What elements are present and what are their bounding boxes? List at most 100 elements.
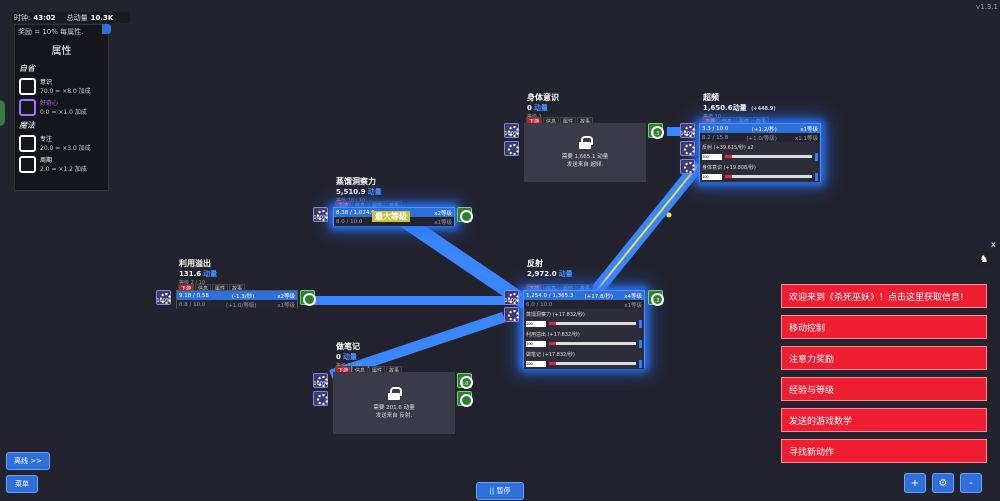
output-slider[interactable] (524, 318, 644, 329)
progress-delta: (+1.2/秒) (751, 126, 777, 133)
slider-track[interactable] (549, 362, 636, 365)
info-menu-item[interactable]: 发送的游戏数学 (781, 408, 987, 432)
gear-icon[interactable]: 100% (680, 123, 695, 138)
node-body-awareness-locked[interactable]: 需要 1,665.1 动量 发送来自 超频. (524, 123, 646, 182)
progress-rate: x2等级 (277, 293, 295, 300)
version-label: v1.3.1 (976, 3, 998, 11)
total-label: 总动量 (66, 13, 88, 22)
node-amount: 1,650.6 (703, 104, 733, 112)
settings-button[interactable]: ⚙ (932, 473, 954, 493)
send-button-icon[interactable]: 1.3 (648, 290, 664, 306)
level-row: 8.2 / 15.8(+1.0/等级)x1.1等级 (700, 133, 820, 142)
progress-value: 9.18 / 0.58 (179, 292, 209, 299)
hint-button-icon[interactable] (457, 391, 473, 407)
slider-handle[interactable] (815, 152, 818, 161)
node-steam-header: 蒸馏洞察力 5,510.9动量 等级 10 / 10 (336, 176, 382, 204)
gear-icon[interactable]: 100% (504, 123, 519, 138)
panel-collapse-tab[interactable] (102, 24, 111, 34)
timer-value: 43:02 (33, 13, 56, 22)
node-overclock-header: 超频 1,650.6动量 (+448.9) 等级 10 (703, 92, 776, 120)
send-button-icon[interactable]: 1.3 (648, 123, 664, 139)
gear-icon[interactable] (504, 307, 519, 322)
level-rate: x1等级 (277, 302, 295, 309)
output-value-input[interactable] (526, 320, 546, 327)
output-value-input[interactable] (702, 173, 722, 180)
side-edge-tab[interactable] (0, 100, 5, 126)
slider-track[interactable] (725, 155, 812, 158)
node-take-notes-locked[interactable]: 需要 201.6 动量 发送来自 反射. (333, 372, 455, 434)
progress-rate: x2等级 (434, 210, 452, 217)
attribute-value: 70.0 = ×8.0 加成 (40, 88, 91, 95)
source-text: 发送来自 反射. (375, 412, 413, 419)
flow-particle (666, 212, 672, 218)
info-menu-item[interactable]: 移动控制 (781, 315, 987, 339)
info-menu-item[interactable]: 寻找新动作 (781, 439, 987, 463)
offline-button[interactable]: 离线 >> (6, 452, 50, 470)
level-rate: x1等级 (434, 219, 452, 226)
slider-track[interactable] (549, 322, 636, 325)
slider-handle[interactable] (639, 319, 642, 328)
output-slider[interactable] (524, 358, 644, 369)
gear-icon[interactable] (680, 141, 695, 156)
source-text: 发送来自 超频. (566, 162, 604, 168)
progress-delta: (+17.8/秒) (584, 293, 614, 300)
zoom-in-button[interactable]: + (904, 473, 926, 493)
node-body-tabs[interactable]: 下游信息属性故事 (526, 117, 594, 126)
node-overclock-tabs[interactable]: 下游信息属性故事 (702, 117, 770, 126)
output-slider[interactable] (700, 171, 820, 182)
output-value-input[interactable] (702, 153, 722, 160)
node-reflex[interactable]: 1,254.0 / 1,365.3(+17.8/秒)x4等级 6.0 / 10.… (523, 290, 645, 369)
gear-icon[interactable] (313, 391, 328, 406)
node-name: 利用溢出 (179, 259, 211, 268)
node-name: 超频 (703, 93, 719, 102)
gear-icon[interactable] (504, 141, 519, 156)
node-overclock[interactable]: 3.3 / 10.0(+1.2/秒)x1等级 8.2 / 15.8(+1.0/等… (699, 123, 821, 182)
info-menu-item[interactable]: 欢迎来到《杀死巫妖》！点击这里获取信息! (781, 284, 987, 308)
send-button-icon[interactable] (457, 207, 473, 223)
node-amount: 131.6 (179, 270, 202, 278)
output-slider[interactable] (524, 338, 644, 349)
slider-handle[interactable] (815, 172, 818, 181)
slider-handle[interactable] (639, 339, 642, 348)
zoom-out-button[interactable]: - (960, 473, 982, 493)
close-icon[interactable]: x (991, 240, 996, 249)
info-menu-item[interactable]: 经验与等级 (781, 377, 987, 401)
slider-label: 反射 (+39.615/秒) x2 (700, 142, 820, 151)
attribute-value: 20.0 = ×3.0 加成 (40, 145, 91, 152)
slider-label: 蒸馏洞察力 (+17.832/秒) (524, 309, 644, 318)
info-menu-item[interactable]: 注意力奖励 (781, 346, 987, 370)
output-value-input[interactable] (526, 340, 546, 347)
node-unit: 动量 (342, 353, 357, 361)
level-row: 8.8 / 10.0(+1.0/等级)x1等级 (177, 300, 297, 309)
node-exploit-overflow[interactable]: 9.18 / 0.58(-1.3/秒)x2等级 8.8 / 10.0(+1.0/… (176, 290, 298, 309)
gear-icon[interactable]: 100% (504, 290, 519, 305)
menu-button[interactable]: 菜单 (6, 475, 38, 493)
slider-track[interactable] (549, 342, 636, 345)
send-button-icon[interactable]: 3.0 (457, 373, 473, 389)
gear-icon[interactable]: 100% (313, 207, 328, 222)
gear-icon[interactable]: 100% (313, 373, 328, 388)
slider-track[interactable] (725, 175, 812, 178)
attribute-value: 0.0 = ×1.0 加成 (40, 109, 87, 116)
pause-button[interactable]: || 暂停 (476, 482, 524, 500)
link-body-overclock (667, 127, 689, 136)
level-delta: (+1.0/等级) (746, 135, 777, 142)
output-slider[interactable] (700, 151, 820, 162)
cat-icon[interactable]: ♞ (976, 251, 992, 267)
lock-icon (579, 136, 593, 149)
slider-handle[interactable] (639, 359, 642, 368)
link-steam-reflex (398, 213, 530, 309)
node-level: 等级 2 / 10 (179, 280, 205, 286)
gear-icon[interactable] (680, 159, 695, 174)
output-value-input[interactable] (526, 360, 546, 367)
slider-list: 反射 (+39.615/秒) x2身体意识 (+19.808/秒) (700, 142, 820, 182)
node-unit: 动量 (203, 270, 218, 278)
send-button-icon[interactable] (300, 290, 316, 306)
gear-icon[interactable]: 100% (156, 290, 171, 305)
